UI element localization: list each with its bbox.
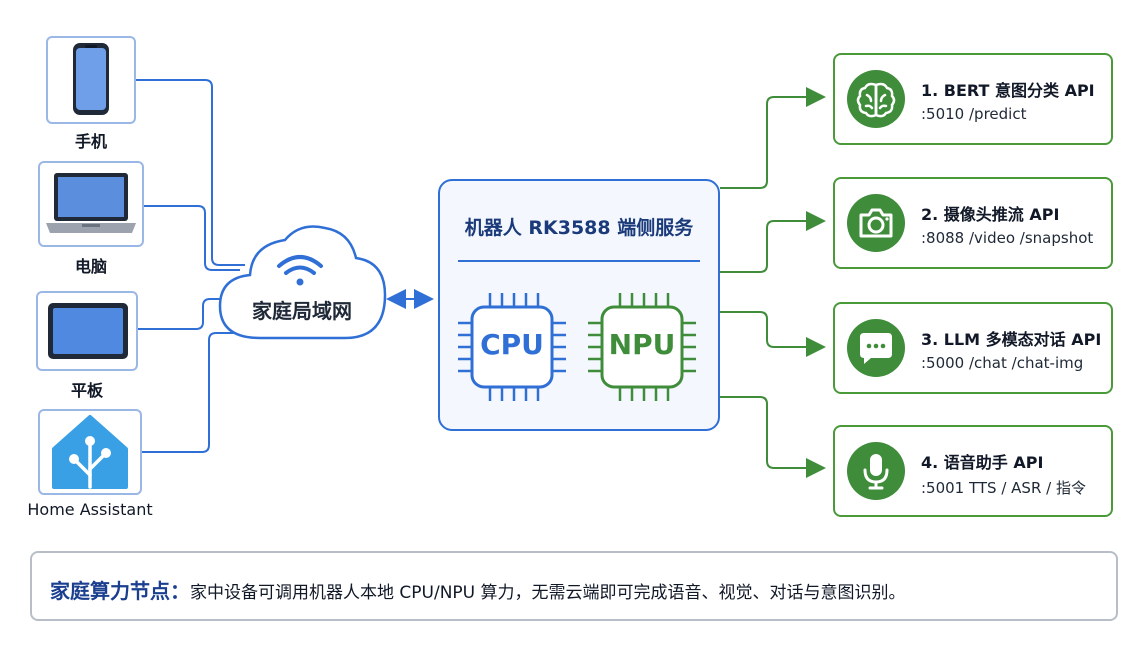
brain-icon bbox=[856, 82, 896, 118]
api-endpoint: :8088 /video /snapshot bbox=[921, 229, 1094, 247]
device-label: Home Assistant bbox=[27, 500, 153, 519]
connector-api-3 bbox=[720, 311, 826, 357]
device-label: 电脑 bbox=[74, 257, 107, 276]
api-endpoint: :5010 /predict bbox=[921, 105, 1027, 123]
api-title: 3. LLM 多模态对话 API bbox=[921, 330, 1102, 349]
api-title: 1. BERT 意图分类 API bbox=[921, 81, 1095, 100]
cpu-chip-icon bbox=[458, 293, 566, 401]
api-card-camera[interactable]: 2. 摄像头推流 API :8088 /video /snapshot bbox=[833, 177, 1113, 269]
api-title: 4. 语音助手 API bbox=[921, 453, 1044, 472]
footer-label: 家庭算力节点： bbox=[50, 579, 190, 603]
connector-laptop bbox=[144, 205, 240, 271]
footer-note: 家庭算力节点：家中设备可调用机器人本地 CPU/NPU 算力，无需云端即可完成语… bbox=[30, 551, 1118, 621]
connector-api-1 bbox=[720, 87, 826, 189]
laptop-icon bbox=[46, 173, 136, 233]
cpu-label: CPU bbox=[480, 328, 544, 361]
server-divider bbox=[458, 260, 700, 262]
device-connectors bbox=[136, 79, 245, 453]
tablet-icon bbox=[48, 303, 128, 359]
device-label: 平板 bbox=[70, 381, 103, 400]
camera-icon bbox=[859, 208, 893, 238]
connector-api-2 bbox=[720, 211, 826, 273]
npu-chip-icon bbox=[588, 293, 696, 401]
wifi-icon bbox=[277, 255, 323, 286]
api-icon-bg bbox=[847, 70, 905, 128]
connector-tablet bbox=[138, 298, 222, 330]
smartphone-icon bbox=[73, 43, 109, 115]
api-endpoint: :5001 TTS / ASR / 指令 bbox=[921, 479, 1086, 497]
device-home-assistant-card[interactable] bbox=[38, 409, 142, 495]
network-label: 家庭局域网 bbox=[252, 299, 352, 323]
api-connectors bbox=[720, 87, 826, 478]
api-title: 2. 摄像头推流 API bbox=[921, 205, 1060, 224]
home-assistant-icon bbox=[52, 415, 128, 489]
device-tablet-card[interactable] bbox=[36, 291, 138, 371]
api-icon-bg bbox=[847, 194, 905, 252]
connector-phone bbox=[136, 79, 245, 266]
api-icon-bg bbox=[847, 319, 905, 377]
server-box: 机器人 RK3588 端侧服务 CPU NPU bbox=[438, 179, 720, 431]
device-label: 手机 bbox=[74, 132, 107, 151]
api-icon-bg bbox=[847, 442, 905, 500]
connector-api-4 bbox=[720, 396, 826, 478]
device-phone-card[interactable] bbox=[46, 36, 136, 124]
device-laptop-card[interactable] bbox=[38, 161, 144, 247]
api-card-voice[interactable]: 4. 语音助手 API :5001 TTS / ASR / 指令 bbox=[833, 425, 1113, 517]
api-card-bert[interactable]: 1. BERT 意图分类 API :5010 /predict bbox=[833, 53, 1113, 145]
server-title: 机器人 RK3588 端侧服务 bbox=[464, 217, 694, 239]
microphone-icon bbox=[863, 454, 889, 490]
connector-home-assistant bbox=[142, 332, 234, 453]
api-card-llm[interactable]: 3. LLM 多模态对话 API :5000 /chat /chat-img bbox=[833, 302, 1113, 394]
api-endpoint: :5000 /chat /chat-img bbox=[921, 354, 1084, 372]
npu-label: NPU bbox=[608, 328, 676, 361]
chat-bubble-icon bbox=[860, 333, 892, 364]
footer-body: 家中设备可调用机器人本地 CPU/NPU 算力，无需云端即可完成语音、视觉、对话… bbox=[190, 583, 906, 603]
footer-text: 家庭算力节点：家中设备可调用机器人本地 CPU/NPU 算力，无需云端即可完成语… bbox=[50, 575, 906, 604]
